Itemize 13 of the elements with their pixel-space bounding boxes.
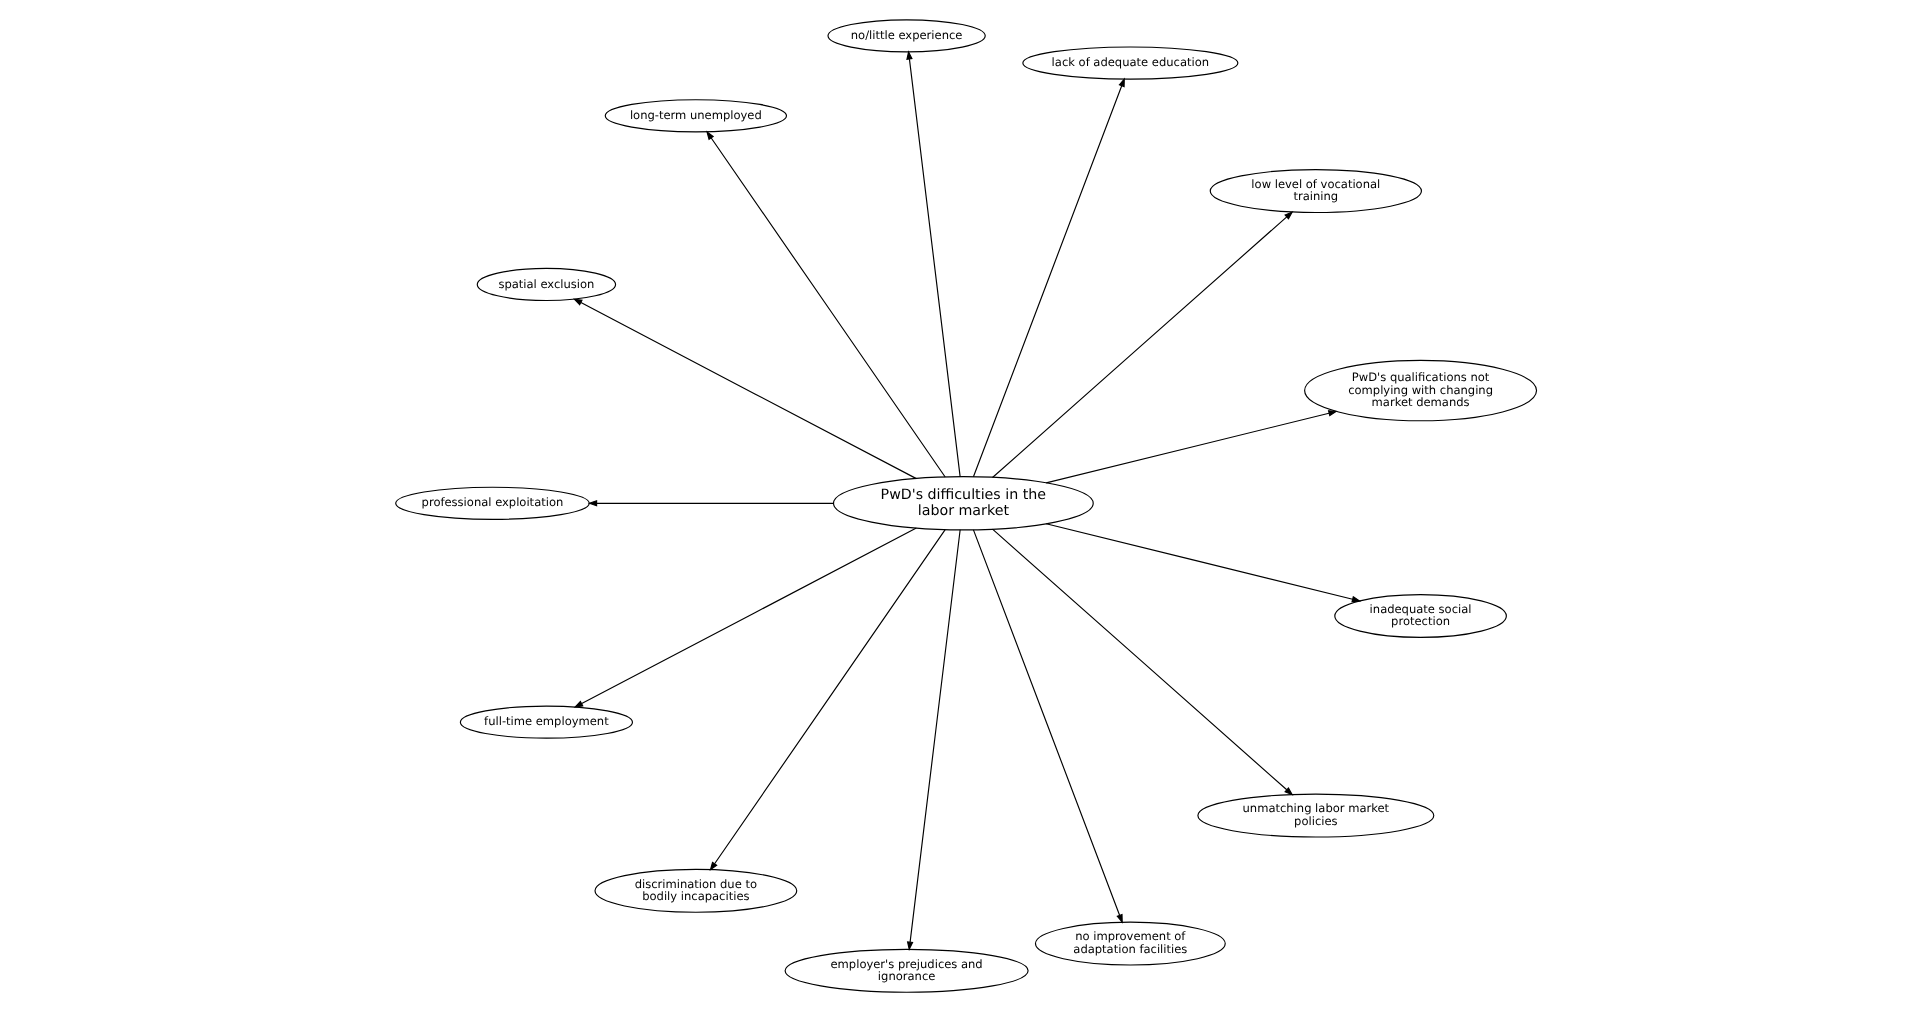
arrow <box>573 527 917 708</box>
arrow <box>906 529 961 952</box>
arrow <box>972 77 1125 478</box>
arrow <box>1045 410 1338 484</box>
arrow <box>587 500 835 507</box>
arrow <box>991 210 1294 479</box>
arrow <box>709 529 946 872</box>
arrow <box>991 528 1294 796</box>
arrow <box>1045 523 1362 603</box>
arrow <box>972 529 1123 924</box>
arrow <box>706 130 946 478</box>
arrow <box>906 50 961 478</box>
arrow <box>572 298 917 480</box>
